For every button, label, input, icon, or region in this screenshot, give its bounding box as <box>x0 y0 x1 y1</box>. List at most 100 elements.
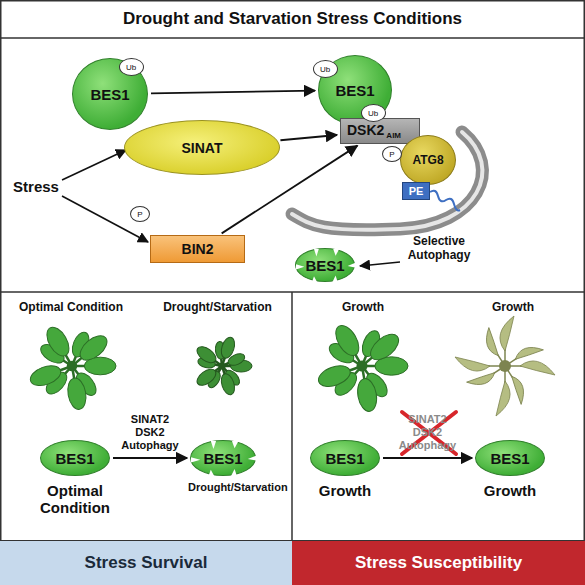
node-text: BES1 <box>335 82 374 99</box>
node-label: Ub <box>126 63 136 72</box>
node-text: BES1 <box>325 450 364 467</box>
leaf-blade <box>500 316 514 351</box>
node-text: BES1 <box>90 86 129 103</box>
node-label: PE <box>409 185 424 197</box>
outcome-band: Stress Survival <box>0 540 292 585</box>
crack <box>208 470 215 477</box>
outcome-band: Stress Susceptibility <box>292 540 585 585</box>
crack <box>332 276 338 283</box>
ubiquitin-tag: Ub <box>119 58 144 76</box>
autophagosome-lumen <box>292 132 482 230</box>
divider <box>0 37 585 39</box>
condition-label: Growth <box>445 300 581 314</box>
node-label: DSK2 <box>347 122 384 138</box>
node-label: BES1 <box>305 257 344 274</box>
node-label: BES1 <box>55 450 94 467</box>
degraded-protein: BES1 <box>190 440 256 476</box>
phospho-tag: P <box>130 206 150 222</box>
node-label: ATG8 <box>412 153 443 167</box>
leaf-blade <box>65 377 88 411</box>
node-label: BES1 <box>203 450 242 467</box>
outcome-label: Optimal Condition <box>35 482 115 516</box>
node-text: Stress Susceptibility <box>355 553 522 573</box>
leaf <box>455 357 505 371</box>
leaf <box>353 364 379 412</box>
node-text: Ub <box>126 63 136 72</box>
process-label: Selective Autophagy <box>398 234 480 262</box>
rosette-plant <box>28 323 116 410</box>
leaf-blade <box>219 372 237 396</box>
ubiquitin-tag: Ub <box>361 104 386 122</box>
subscript-label: AIM <box>386 131 401 140</box>
leaf-blade <box>496 381 510 416</box>
connector-arrow <box>280 135 337 140</box>
leaf <box>500 316 514 366</box>
leaf <box>28 358 75 390</box>
protein-ellipse: BES1 <box>40 440 110 476</box>
outcome-label: Growth <box>470 482 550 499</box>
node-label: Stress Survival <box>85 553 208 572</box>
node-text: BES1 <box>203 450 242 467</box>
leaf-blade <box>355 377 379 413</box>
autophagosome-membrane <box>292 132 482 230</box>
rosette-plant <box>194 336 252 397</box>
protein-ellipse: SINAT <box>124 120 280 175</box>
node-text: BES1 <box>490 450 529 467</box>
stress-arrow <box>62 150 126 180</box>
crack <box>348 263 356 268</box>
node-text: Ub <box>368 109 378 118</box>
leaf-blade <box>76 331 112 365</box>
leaf-blade <box>520 361 555 375</box>
autophagy-arrow <box>360 262 400 266</box>
stress-label: Stress <box>8 178 64 195</box>
crack <box>232 441 239 448</box>
rosette-plant <box>455 316 555 416</box>
node-text: Ub <box>320 65 330 74</box>
phospho-tag: P <box>382 146 402 162</box>
node-text: SINAT <box>182 140 223 156</box>
crack <box>296 264 304 269</box>
node-text: P <box>137 210 142 219</box>
leaf-blade <box>194 366 219 388</box>
rosette-plant <box>316 322 408 413</box>
node-label: BIN2 <box>182 241 214 257</box>
node-label: Stress Susceptibility <box>355 553 522 572</box>
plant-centre <box>499 360 511 372</box>
leaf-blade <box>226 351 246 367</box>
degraded-protein: BES1 <box>295 248 355 282</box>
leaf-blade <box>513 340 543 365</box>
crack <box>333 249 339 256</box>
plant-centre <box>218 362 225 369</box>
leaf-blade <box>42 323 73 359</box>
node-label: BES1 <box>90 86 129 103</box>
leaf <box>66 331 111 373</box>
ubiquitin-tag: Ub <box>313 60 338 78</box>
condition-label: Growth <box>298 300 428 314</box>
crack <box>231 469 238 477</box>
node-label: P <box>389 150 394 159</box>
crack <box>312 276 318 283</box>
connector-arrow <box>383 457 472 459</box>
lipid-tail <box>430 191 460 211</box>
node-text: ATG8 <box>412 153 443 167</box>
condition-label: Drought/Starvation <box>150 300 285 314</box>
node-text: PE <box>409 185 424 197</box>
node-text: BIN2 <box>182 241 214 257</box>
connector-arrow <box>113 457 187 459</box>
plant-centre <box>356 360 367 371</box>
node-text: DSK2AIM <box>347 122 401 141</box>
edge-label: SINAT2 DSK2 Autophagy <box>117 413 183 452</box>
node-label: SINAT <box>182 140 223 156</box>
protein-circle: ATG8 <box>400 135 456 185</box>
node-label: P <box>137 210 142 219</box>
outcome-label: Growth <box>305 482 385 499</box>
node-text: P <box>389 150 394 159</box>
diagram-title: Drought and Starvation Stress Conditions <box>0 0 585 38</box>
leaf-blade <box>316 362 353 391</box>
connector-arrow <box>151 91 315 94</box>
protein-ellipse: BES1 <box>475 440 545 476</box>
leaf <box>496 366 510 416</box>
receptor-box: DSK2AIM <box>340 118 420 144</box>
node-label: BES1 <box>335 82 374 99</box>
